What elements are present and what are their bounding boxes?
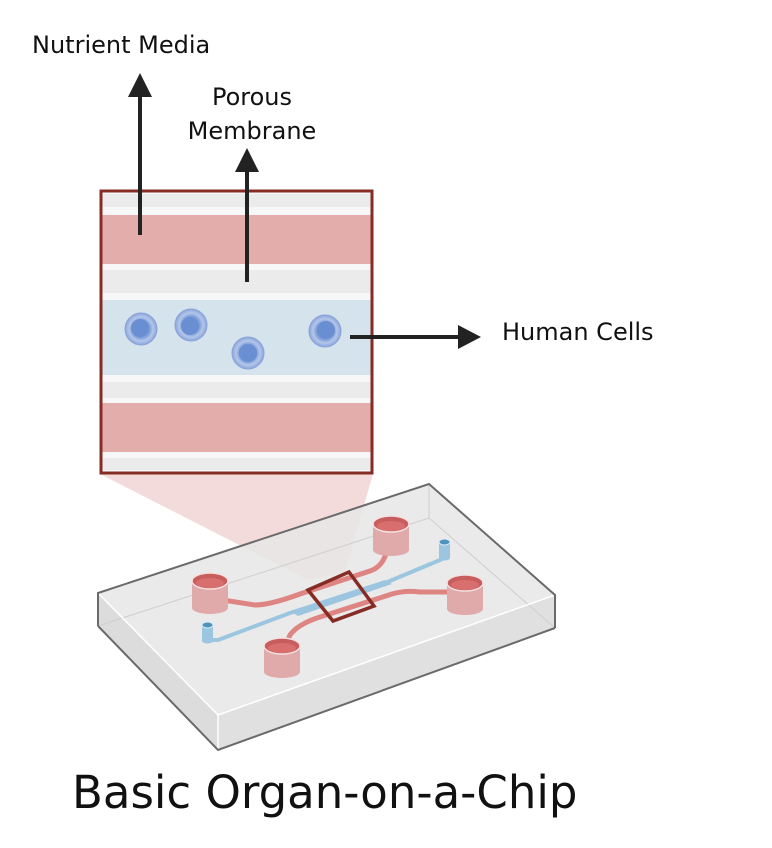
human-cell (124, 312, 158, 346)
label-human-cells: Human Cells (502, 318, 654, 346)
well-bottom (263, 637, 301, 678)
port-right (438, 538, 451, 561)
membrane-bottom-grey (102, 458, 371, 470)
chip-right-face (218, 595, 555, 750)
well-right (446, 574, 484, 615)
label-nutrient-media: Nutrient Media (32, 31, 211, 59)
label-porous-membrane-line1: Porous (211, 83, 293, 111)
chip-left-face (98, 593, 218, 750)
cross-section-frame (99, 189, 374, 475)
cross-section-view (99, 189, 374, 475)
arrow-human-cells (350, 325, 481, 349)
well-left (191, 572, 229, 614)
diagram-title: Basic Organ-on-a-Chip (72, 766, 578, 819)
human-cell (231, 336, 265, 370)
microfluidic-chip (97, 482, 556, 752)
human-cell (308, 314, 342, 348)
membrane-top-grey (102, 194, 371, 207)
well-top-right (372, 515, 410, 556)
zoom-region-marker (305, 569, 377, 624)
porous-membrane-top (102, 270, 371, 293)
nutrient-media-channel-bottom (102, 403, 371, 452)
media-channel-upper (209, 544, 391, 608)
nutrient-media-channel-top (102, 215, 371, 264)
label-porous-membrane-line2: Membrane (187, 117, 317, 145)
arrow-nutrient-media (128, 73, 152, 235)
label-porous-membrane: Porous Membrane (160, 80, 344, 148)
human-cell (174, 308, 208, 342)
port-left (201, 621, 214, 644)
media-channel-lower (279, 588, 462, 655)
porous-membrane-bottom (102, 382, 371, 398)
arrow-porous-membrane (235, 148, 259, 282)
